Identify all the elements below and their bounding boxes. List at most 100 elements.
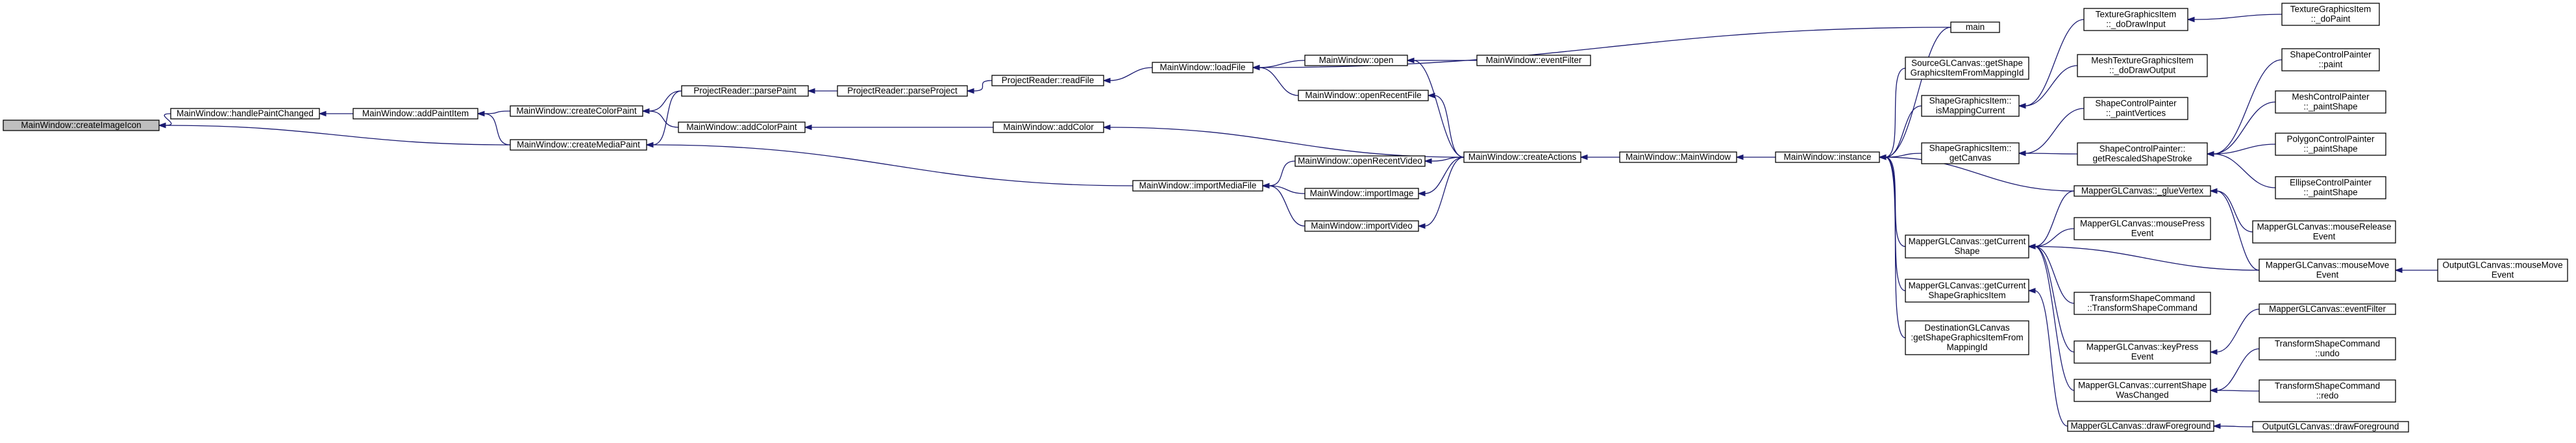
node-box[interactable]: [1304, 188, 1419, 199]
node-open[interactable]: MainWindow::open: [1304, 55, 1408, 66]
node-box[interactable]: [681, 85, 809, 97]
node-texDoPaint[interactable]: TextureGraphicsItem::_doPaint: [2281, 3, 2380, 26]
node-box[interactable]: [2074, 379, 2211, 402]
node-parsePaint[interactable]: ProjectReader::parsePaint: [681, 85, 809, 97]
node-dstGetShape[interactable]: DestinationGLCanvas:getShapeGraphicsItem…: [1905, 320, 2029, 355]
node-handlePaintChanged[interactable]: MainWindow::handlePaintChanged: [170, 108, 320, 120]
node-outDrawForeground[interactable]: OutputGLCanvas::drawForeground: [2252, 421, 2409, 433]
node-box[interactable]: [2259, 379, 2396, 403]
node-tscUndo[interactable]: TransformShapeCommand::undo: [2259, 337, 2396, 361]
node-texDrawInput[interactable]: TextureGraphicsItem::_doDrawInput: [2083, 8, 2188, 31]
node-createActions[interactable]: MainWindow::createActions: [1463, 151, 1581, 163]
node-parseProject[interactable]: ProjectReader::parseProject: [837, 85, 968, 97]
node-readFile[interactable]: ProjectReader::readFile: [991, 75, 1104, 86]
node-box[interactable]: [2259, 337, 2396, 361]
node-mgEventFilter[interactable]: MapperGLCanvas::eventFilter: [2259, 303, 2396, 315]
node-box[interactable]: [837, 85, 968, 97]
node-loadFile[interactable]: MainWindow::loadFile: [1152, 62, 1254, 73]
node-tscCtor[interactable]: TransformShapeCommand::TransformShapeCom…: [2074, 292, 2211, 315]
node-box[interactable]: [2074, 217, 2211, 240]
node-box[interactable]: [1619, 151, 1737, 163]
node-box[interactable]: [1298, 90, 1429, 101]
node-box[interactable]: [2074, 185, 2211, 197]
node-box[interactable]: [1905, 57, 2029, 80]
node-meshDrawOutput[interactable]: MeshTextureGraphicsItem::_doDrawOutput: [2077, 54, 2208, 77]
node-box[interactable]: [1294, 155, 1426, 167]
node-box[interactable]: [2077, 142, 2208, 166]
node-box[interactable]: [2437, 259, 2568, 282]
node-getCanvas[interactable]: ShapeGraphicsItem::getCanvas: [1921, 142, 2020, 164]
node-box[interactable]: [1905, 234, 2029, 259]
node-box[interactable]: [2281, 3, 2380, 26]
node-openRecentFile[interactable]: MainWindow::openRecentFile: [1298, 90, 1429, 101]
node-main[interactable]: main: [1950, 21, 2000, 33]
node-box[interactable]: [2067, 420, 2214, 432]
node-getCurrentShapeGI[interactable]: MapperGLCanvas::getCurrentShapeGraphicsI…: [1905, 279, 2029, 303]
node-box[interactable]: [2083, 8, 2188, 31]
node-box[interactable]: [1921, 142, 2020, 164]
node-ctor[interactable]: MainWindow::MainWindow: [1619, 151, 1737, 163]
node-box[interactable]: [1905, 320, 2029, 355]
node-box[interactable]: [1476, 55, 1591, 66]
node-box[interactable]: [170, 108, 320, 120]
node-polyPaintShape[interactable]: PolygonControlPainter::_paintShape: [2275, 133, 2386, 156]
node-box[interactable]: [993, 121, 1104, 133]
node-box[interactable]: [510, 105, 643, 117]
node-box[interactable]: [1304, 55, 1408, 66]
node-eventFilter[interactable]: MainWindow::eventFilter: [1476, 55, 1591, 66]
node-box[interactable]: [1921, 95, 2020, 117]
node-importMediaFile[interactable]: MainWindow::importMediaFile: [1132, 180, 1263, 192]
node-box[interactable]: [1775, 151, 1880, 163]
node-box[interactable]: [2252, 220, 2396, 244]
node-box[interactable]: [1132, 180, 1263, 192]
node-box[interactable]: [1950, 21, 2000, 33]
node-importVideo[interactable]: MainWindow::importVideo: [1304, 220, 1419, 232]
node-createImageIcon[interactable]: MainWindow::createImageIcon: [3, 120, 160, 131]
node-box[interactable]: [991, 75, 1104, 86]
node-box[interactable]: [2083, 97, 2188, 120]
node-box[interactable]: [1905, 279, 2029, 303]
node-addColorPaint[interactable]: MainWindow::addColorPaint: [678, 121, 806, 133]
node-box[interactable]: [2252, 421, 2409, 433]
node-box[interactable]: [1152, 62, 1254, 73]
node-box[interactable]: [678, 121, 806, 133]
node-meshPaintShape[interactable]: MeshControlPainter::_paintShape: [2275, 90, 2386, 114]
node-box[interactable]: [1304, 220, 1419, 232]
node-ellipsePaintShape[interactable]: EllipseControlPainter::_paintShape: [2275, 176, 2386, 199]
node-box[interactable]: [2259, 259, 2396, 282]
node-tscRedo[interactable]: TransformShapeCommand::redo: [2259, 379, 2396, 403]
node-box[interactable]: [2275, 133, 2386, 156]
node-box[interactable]: [2259, 303, 2396, 315]
node-box[interactable]: [2281, 48, 2380, 71]
node-addColor[interactable]: MainWindow::addColor: [993, 121, 1104, 133]
node-srcGetShape[interactable]: SourceGLCanvas::getShapeGraphicsItemFrom…: [1905, 57, 2029, 80]
node-paintVertices[interactable]: ShapeControlPainter::_paintVertices: [2083, 97, 2188, 120]
node-box[interactable]: [3, 120, 160, 131]
node-glueVertex[interactable]: MapperGLCanvas::_glueVertex: [2074, 185, 2211, 197]
node-box[interactable]: [2074, 340, 2211, 364]
node-instance[interactable]: MainWindow::instance: [1775, 151, 1880, 163]
node-drawForeground[interactable]: MapperGLCanvas::drawForeground: [2067, 420, 2214, 432]
node-box[interactable]: [2074, 292, 2211, 315]
node-box[interactable]: [1463, 151, 1581, 163]
node-importImage[interactable]: MainWindow::importImage: [1304, 188, 1419, 199]
node-box[interactable]: [2275, 90, 2386, 114]
node-box[interactable]: [2077, 54, 2208, 77]
node-box[interactable]: [510, 139, 647, 151]
node-openRecentVideo[interactable]: MainWindow::openRecentVideo: [1294, 155, 1426, 167]
node-addPaintItem[interactable]: MainWindow::addPaintItem: [353, 108, 478, 120]
node-createColorPaint[interactable]: MainWindow::createColorPaint: [510, 105, 643, 117]
node-scpPaint[interactable]: ShapeControlPainter::paint: [2281, 48, 2380, 71]
node-box[interactable]: [353, 108, 478, 120]
node-box[interactable]: [2275, 176, 2386, 199]
node-createMediaPaint[interactable]: MainWindow::createMediaPaint: [510, 139, 647, 151]
node-isMappingCurrent[interactable]: ShapeGraphicsItem::isMappingCurrent: [1921, 95, 2020, 117]
node-getRescaledStroke[interactable]: ShapeControlPainter::getRescaledShapeStr…: [2077, 142, 2208, 166]
